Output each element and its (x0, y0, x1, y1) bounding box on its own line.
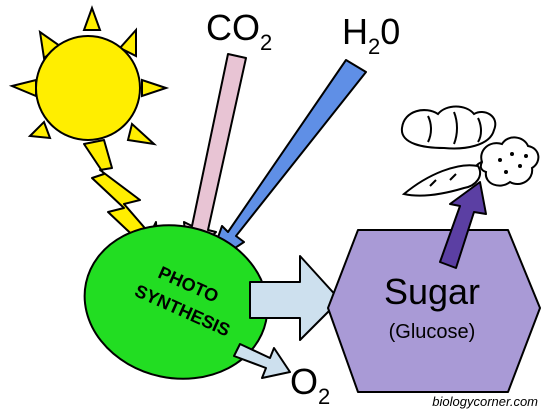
o2-main: O (290, 361, 318, 402)
o2-label: O2 (290, 361, 330, 409)
co2-subscript: 2 (260, 30, 272, 55)
co2-main: CO (206, 7, 260, 48)
sun-icon (8, 5, 170, 146)
food-arrow (439, 181, 487, 269)
credit-text: biologycorner.com (432, 394, 538, 409)
to-sugar-arrow (249, 255, 341, 341)
cauliflower-icon (479, 136, 540, 187)
co2-label: CO2 (206, 7, 272, 55)
glucose-label: (Glucose) (389, 321, 476, 343)
bread-icon (400, 105, 497, 150)
h2o-main: H (342, 11, 368, 52)
sugar-hexagon (327, 229, 541, 393)
sugar-label: Sugar (384, 271, 480, 312)
h2o-label: H20 (342, 11, 400, 59)
o2-arrow (233, 343, 291, 379)
photosynthesis-blob (83, 224, 269, 380)
h2o-tail: 0 (380, 11, 400, 52)
h2o-subscript: 2 (368, 34, 380, 59)
o2-subscript: 2 (318, 384, 330, 409)
